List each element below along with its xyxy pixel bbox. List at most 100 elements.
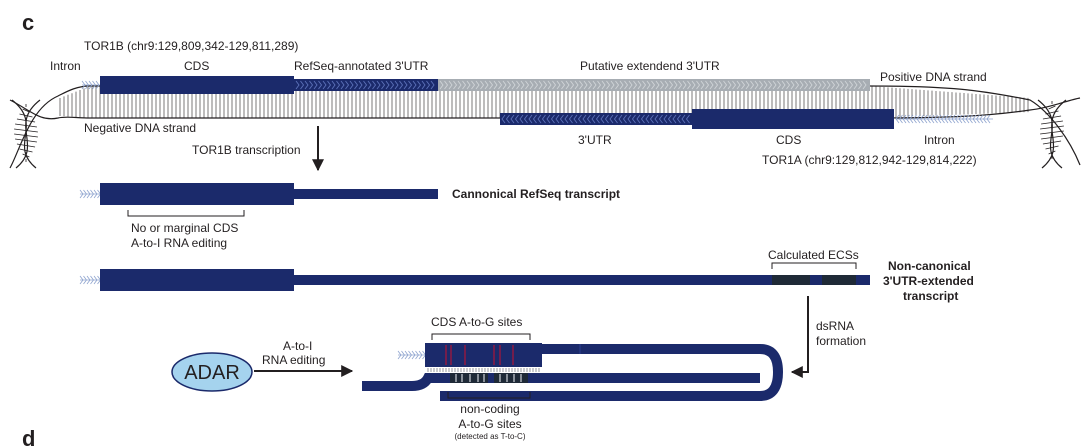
chevron-mark bbox=[723, 80, 728, 90]
hairpin-lower-strand bbox=[362, 373, 760, 391]
chevron-mark bbox=[610, 80, 615, 90]
chevron-mark bbox=[538, 80, 543, 90]
chevron-mark bbox=[582, 114, 587, 124]
refseq-utr-label: RefSeq-annotated 3'UTR bbox=[294, 59, 429, 73]
chevron-mark bbox=[601, 80, 606, 90]
chevron-mark bbox=[646, 80, 651, 90]
chevron-mark bbox=[669, 80, 674, 90]
tor1b-cds-block bbox=[100, 76, 294, 94]
panel-label-c: c bbox=[22, 10, 34, 35]
dsrna-arrow bbox=[790, 296, 809, 378]
chevron-mark bbox=[484, 80, 489, 90]
chevron-mark bbox=[736, 80, 741, 90]
chevron-mark bbox=[667, 114, 672, 124]
chevron-mark bbox=[322, 80, 327, 90]
chevron-mark bbox=[633, 80, 638, 90]
chevron-mark bbox=[678, 80, 683, 90]
chevron-mark bbox=[408, 80, 413, 90]
chevron-mark bbox=[660, 80, 665, 90]
chevron-mark bbox=[579, 80, 584, 90]
chevron-mark bbox=[709, 80, 714, 90]
chevron-mark bbox=[367, 80, 372, 90]
chevron-mark bbox=[583, 80, 588, 90]
canonical-bracket bbox=[127, 210, 245, 217]
top-cds-label: CDS bbox=[184, 59, 209, 73]
chevron-mark bbox=[390, 80, 395, 90]
chevron-mark bbox=[304, 80, 309, 90]
chevron-mark bbox=[799, 80, 804, 90]
chevron-mark bbox=[300, 80, 305, 90]
chevron-mark bbox=[817, 80, 822, 90]
bottom-cds-label: CDS bbox=[776, 133, 801, 147]
chevron-mark bbox=[664, 80, 669, 90]
chevron-mark bbox=[574, 80, 579, 90]
chevron-mark bbox=[493, 80, 498, 90]
chevron-mark bbox=[676, 114, 681, 124]
bottom-utr-label: 3'UTR bbox=[578, 133, 612, 147]
chevron-mark bbox=[534, 80, 539, 90]
chevron-mark bbox=[385, 80, 390, 90]
cds-sites-bracket bbox=[431, 333, 531, 340]
chevron-mark bbox=[573, 114, 578, 124]
chevron-mark bbox=[363, 80, 368, 90]
chevron-mark bbox=[700, 80, 705, 90]
nc-sites-line3: (detected as T-to-C) bbox=[455, 432, 526, 441]
dna-helix-left bbox=[11, 99, 41, 169]
chevron-mark bbox=[619, 80, 624, 90]
chevron-mark bbox=[681, 114, 686, 124]
adar-ellipse bbox=[171, 352, 253, 392]
nc-sites-line2: A-to-G sites bbox=[458, 417, 521, 431]
chevron-mark bbox=[295, 80, 300, 90]
ecs-block-2 bbox=[822, 275, 856, 285]
chevron-mark bbox=[631, 114, 636, 124]
bottom-intron-label: Intron bbox=[924, 133, 955, 147]
chevron-mark bbox=[642, 80, 647, 90]
chevron-mark bbox=[718, 80, 723, 90]
chevron-mark bbox=[453, 80, 458, 90]
chevron-mark bbox=[568, 114, 573, 124]
hairpin-loop bbox=[440, 344, 783, 401]
helix-stroke bbox=[1045, 145, 1059, 150]
tor1a-title: TOR1A (chr9:129,812,942-129,814,222) bbox=[762, 153, 977, 167]
chevron-mark bbox=[649, 114, 654, 124]
chevron-mark bbox=[685, 114, 690, 124]
cds-sites-label: CDS A-to-G sites bbox=[431, 315, 522, 329]
chevron-mark bbox=[331, 80, 336, 90]
chevron-mark bbox=[358, 80, 363, 90]
chevron-mark bbox=[624, 80, 629, 90]
chevron-mark bbox=[696, 80, 701, 90]
chevron-mark bbox=[853, 80, 858, 90]
chevron-mark bbox=[849, 80, 854, 90]
chevron-mark bbox=[754, 80, 759, 90]
chevron-mark bbox=[813, 80, 818, 90]
helix-stroke bbox=[1048, 105, 1056, 110]
chevron-mark bbox=[606, 80, 611, 90]
chevron-mark bbox=[511, 80, 516, 90]
top-intron-label: Intron bbox=[50, 59, 81, 73]
chevron-mark bbox=[604, 114, 609, 124]
canonical-note-line1: No or marginal CDS bbox=[131, 221, 238, 235]
dsrna-hairpin bbox=[362, 343, 783, 401]
chevron-mark bbox=[541, 114, 546, 124]
chevron-mark bbox=[376, 80, 381, 90]
chevron-mark bbox=[394, 80, 399, 90]
chevron-mark bbox=[609, 114, 614, 124]
chevron-mark bbox=[592, 80, 597, 90]
chevron-mark bbox=[448, 80, 453, 90]
noncanonical-title-line2: 3'UTR-extended bbox=[883, 274, 974, 288]
refseq-utr-chevrons bbox=[295, 80, 435, 90]
helix-stroke bbox=[1041, 135, 1063, 140]
helix-stroke bbox=[1042, 140, 1062, 145]
helix-stroke bbox=[16, 143, 36, 148]
ecs-label: Calculated ECSs bbox=[768, 248, 859, 262]
dsrna-line1: dsRNA bbox=[816, 319, 854, 333]
chevron-mark bbox=[808, 80, 813, 90]
noncanonical-title-line1: Non-canonical bbox=[888, 259, 971, 273]
hairpin-polya-marks bbox=[397, 350, 426, 360]
chevron-mark bbox=[529, 80, 534, 90]
chevron-mark bbox=[523, 114, 528, 124]
helix-stroke bbox=[1045, 110, 1059, 115]
hairpin-cds-block bbox=[425, 343, 542, 367]
noncanonical-polya-marks bbox=[79, 275, 101, 285]
chevron-mark bbox=[826, 80, 831, 90]
